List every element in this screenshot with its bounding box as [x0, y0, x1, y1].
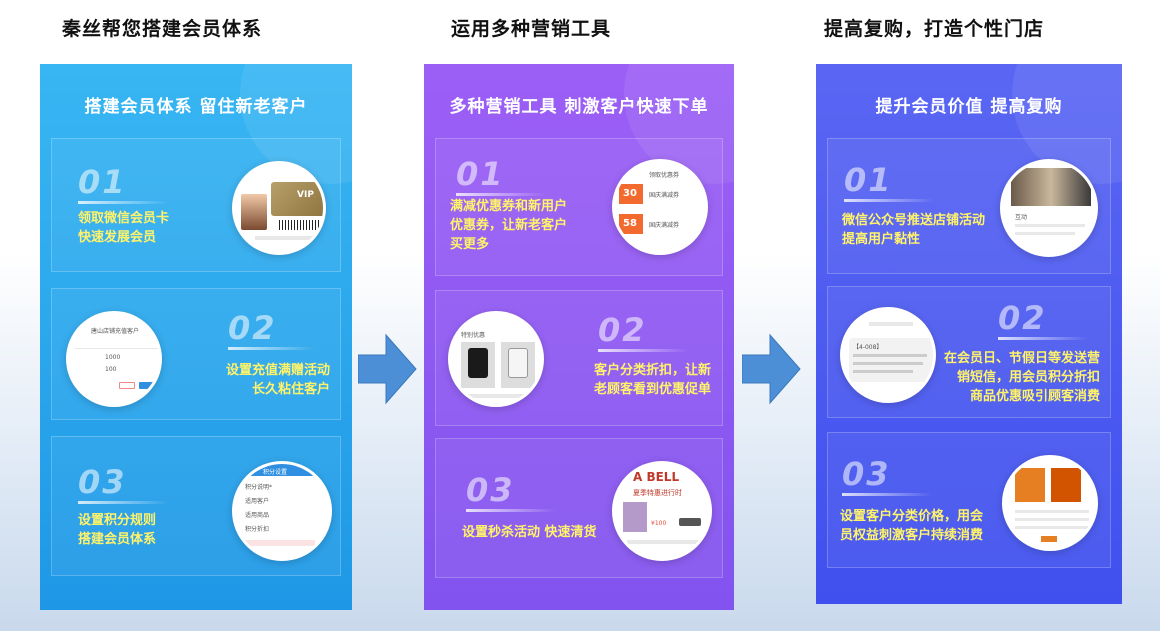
step-card-3: 03 设置客户分类价格，用会员权益刺激客户持续消费	[827, 432, 1111, 568]
step-underline	[456, 193, 546, 196]
step-card-3: 03 设置秒杀活动 快速清货 A BELL 夏季特惠进行时 ¥100	[435, 438, 723, 578]
step-number: 03	[78, 463, 127, 501]
step-card-1: 01 满减优惠券和新用户优惠券，让新老客户买更多 领取优惠券 30 国庆满减券 …	[435, 138, 723, 276]
vip-label: VIP	[297, 190, 314, 200]
step-description: 满减优惠券和新用户优惠券，让新老客户买更多	[450, 199, 568, 252]
heading-marketing-tools: 运用多种营销工具	[451, 18, 612, 40]
customer-price-screenshot	[1002, 455, 1098, 551]
flash-sale-screenshot: A BELL 夏季特惠进行时 ¥100	[612, 461, 712, 561]
step-number: 01	[844, 161, 893, 199]
panel-marketing: 多种营销工具 刺激客户快速下单 01 满减优惠券和新用户优惠券，让新老客户买更多…	[424, 64, 734, 610]
customer-discount-screenshot: 特别优惠	[448, 311, 544, 407]
step-card-3: 03 设置积分规则搭建会员体系 积分设置 积分说明* 适用客户 适用商品 积分折…	[51, 436, 341, 576]
step-card-1: 01 领取微信会员卡快速发展会员 VIP	[51, 138, 341, 272]
step-number: 03	[842, 455, 891, 493]
step-underline	[598, 349, 688, 352]
panel-title: 多种营销工具 刺激客户快速下单	[449, 97, 709, 117]
step-description: 设置充值满赠活动长久粘住客户	[225, 363, 330, 397]
heading-build-membership: 秦丝帮您搭建会员体系	[62, 18, 263, 40]
step-underline	[466, 509, 556, 512]
step-underline	[842, 493, 932, 496]
step-description: 微信公众号推送店铺活动提高用户黏性	[842, 213, 986, 247]
coupon-screenshot: 领取优惠券 30 国庆满减券 58 国庆满减券	[612, 159, 708, 255]
points-rules-screenshot: 积分设置 积分说明* 适用客户 适用商品 积分折扣	[232, 461, 332, 561]
panel-repurchase: 提升会员价值 提高复购 01 微信公众号推送店铺活动提高用户黏性 互动 02 在…	[816, 64, 1122, 604]
recharge-settings-screenshot: 唐山店铺充值客户 1000 100	[66, 311, 162, 407]
step-number: 01	[78, 163, 127, 201]
arrow-right-icon	[358, 333, 417, 405]
step-number: 01	[456, 155, 505, 193]
panel-title: 提升会员价值 提高复购	[875, 97, 1063, 117]
step-underline	[78, 201, 168, 204]
step-description: 设置积分规则搭建会员体系	[78, 513, 157, 547]
panel-membership: 搭建会员体系 留住新老客户 01 领取微信会员卡快速发展会员 VIP 02 设置…	[40, 64, 352, 610]
panel-title: 搭建会员体系 留住新老客户	[84, 97, 308, 117]
step-description: 领取微信会员卡快速发展会员	[78, 211, 170, 245]
step-underline	[228, 347, 314, 350]
arrow-right-icon	[742, 333, 801, 405]
step-number: 02	[598, 311, 647, 349]
sms-message-screenshot: 【4-008】	[840, 307, 936, 403]
step-description: 设置客户分类价格，用会员权益刺激客户持续消费	[840, 509, 984, 543]
step-description: 客户分类折扣，让新老顾客看到优惠促单	[594, 363, 712, 397]
step-card-2: 02 设置充值满赠活动长久粘住客户 唐山店铺充值客户 1000 100	[51, 288, 341, 420]
step-number: 02	[998, 299, 1047, 337]
step-description: 设置秒杀活动 快速清货	[462, 525, 597, 540]
step-number: 02	[228, 309, 277, 347]
step-card-1: 01 微信公众号推送店铺活动提高用户黏性 互动	[827, 138, 1111, 274]
wechat-article-screenshot: 互动	[1000, 159, 1098, 257]
step-underline	[844, 199, 934, 202]
step-number: 03	[466, 471, 515, 509]
step-underline	[78, 501, 168, 504]
step-card-2: 02 客户分类折扣，让新老顾客看到优惠促单 特别优惠	[435, 290, 723, 426]
step-description: 在会员日、节假日等发送营销短信，用会员积分折扣商品优惠吸引顾客消费	[943, 351, 1100, 404]
heading-repurchase: 提高复购，打造个性门店	[824, 18, 1045, 40]
step-card-2: 02 在会员日、节假日等发送营销短信，用会员积分折扣商品优惠吸引顾客消费 【4-…	[827, 286, 1111, 418]
membership-card-screenshot: VIP	[232, 161, 326, 255]
step-underline	[998, 337, 1088, 340]
